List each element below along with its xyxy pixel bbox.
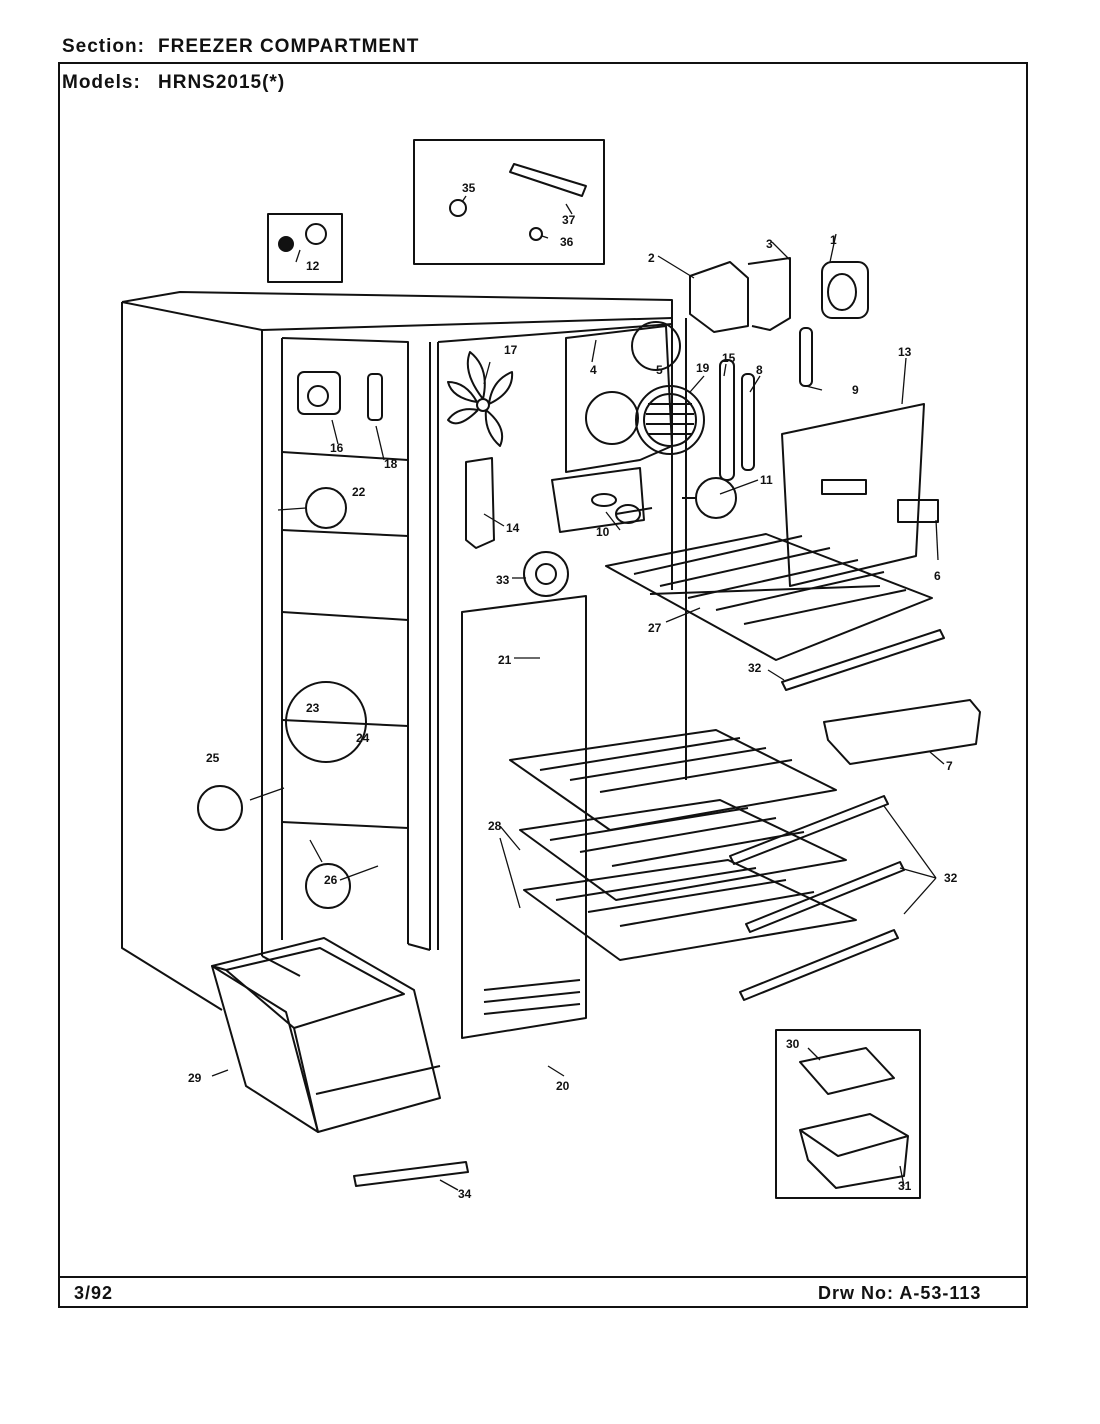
- callout-20: 20: [556, 1079, 570, 1093]
- evaporator-panel: [781, 403, 939, 587]
- section-label: Section:: [62, 36, 145, 57]
- wire-shelves-lower: [509, 729, 857, 961]
- callout-32a: 32: [748, 661, 762, 675]
- freezer-basket: [211, 937, 441, 1133]
- detail-circle-25: [197, 785, 243, 831]
- callout-30: 30: [786, 1037, 800, 1051]
- shelf-rail-2: [729, 795, 889, 865]
- evaporator-cover: [565, 325, 673, 473]
- model-number: HRNS2015(*): [158, 72, 286, 93]
- callout-6: 6: [934, 569, 941, 583]
- callout-23: 23: [306, 701, 320, 715]
- section-title: FREEZER COMPARTMENT: [158, 36, 420, 57]
- callout-2: 2: [648, 251, 655, 265]
- callout-10: 10: [596, 525, 610, 539]
- leader-lines: [211, 195, 945, 1191]
- drawing-number: Drw No: A-53-113: [818, 1283, 982, 1303]
- callout-labels: 1 2 3 4 5 6 7 8 9 10 11 12 13 14 15 16 1…: [188, 181, 958, 1201]
- detail-circle-5: [631, 321, 681, 371]
- detail-circle-23-24: [285, 681, 367, 763]
- callout-21: 21: [498, 653, 512, 667]
- shelf-rail-3: [745, 861, 905, 933]
- drawing-frame: [58, 62, 1028, 1308]
- callout-22: 22: [352, 485, 366, 499]
- inset-box-control: [267, 213, 343, 283]
- cabinet-shell: [121, 291, 687, 1011]
- wire-shelf-upper: [605, 533, 933, 661]
- defrost-bar-15: [719, 359, 735, 481]
- callout-11: 11: [760, 473, 773, 487]
- light-housing: [551, 467, 737, 533]
- callout-7: 7: [946, 759, 953, 773]
- inset-box-hardware: [413, 139, 605, 265]
- footer-divider: [58, 1276, 1028, 1278]
- callout-32b: 32: [944, 871, 958, 885]
- callout-27: 27: [648, 621, 662, 635]
- callout-31: 31: [898, 1179, 912, 1193]
- control-knob: [523, 551, 569, 597]
- callout-36: 36: [560, 235, 574, 249]
- callout-4: 4: [590, 363, 597, 377]
- callout-16: 16: [330, 441, 344, 455]
- callout-3: 3: [766, 237, 773, 251]
- callout-17: 17: [504, 343, 518, 357]
- callout-8: 8: [756, 363, 763, 377]
- callout-5: 5: [656, 363, 663, 377]
- side-bracket: [465, 457, 495, 549]
- callout-34: 34: [458, 1187, 472, 1201]
- callout-1: 1: [830, 233, 837, 247]
- ice-tray-and-bin: [799, 1047, 909, 1189]
- callout-37: 37: [562, 213, 576, 227]
- detail-circle-22: [305, 487, 347, 529]
- door-bin-small: [823, 699, 981, 765]
- callout-19: 19: [696, 361, 710, 375]
- callout-13: 13: [898, 345, 912, 359]
- callout-26: 26: [324, 873, 338, 887]
- shelf-rail-4: [739, 929, 899, 1001]
- upper-brackets: [689, 257, 869, 387]
- callout-35: 35: [462, 181, 476, 195]
- defrost-bar-8: [741, 373, 755, 471]
- callout-15: 15: [722, 351, 736, 365]
- icemaker-bracket: [297, 371, 383, 421]
- thermostat-control: [278, 223, 327, 252]
- callout-28: 28: [488, 819, 502, 833]
- trim-strip: [353, 1161, 469, 1187]
- rear-duct-panel: [461, 595, 587, 1039]
- inset-box-ice-tray: [775, 1029, 921, 1199]
- callout-9: 9: [852, 383, 859, 397]
- hardware-parts: [449, 163, 587, 241]
- callout-33: 33: [496, 573, 510, 587]
- callout-14: 14: [506, 521, 520, 535]
- callout-18: 18: [384, 457, 398, 471]
- callout-29: 29: [188, 1071, 202, 1085]
- models-label: Models:: [62, 72, 141, 93]
- detail-circle-26: [305, 863, 351, 909]
- fan-motor: [635, 385, 705, 455]
- callout-24: 24: [356, 731, 370, 745]
- revision-date: 3/92: [74, 1283, 114, 1303]
- callout-12: 12: [306, 259, 320, 273]
- shelf-rail-upper: [781, 629, 945, 691]
- callout-25: 25: [206, 751, 220, 765]
- fan-blade: [447, 351, 514, 447]
